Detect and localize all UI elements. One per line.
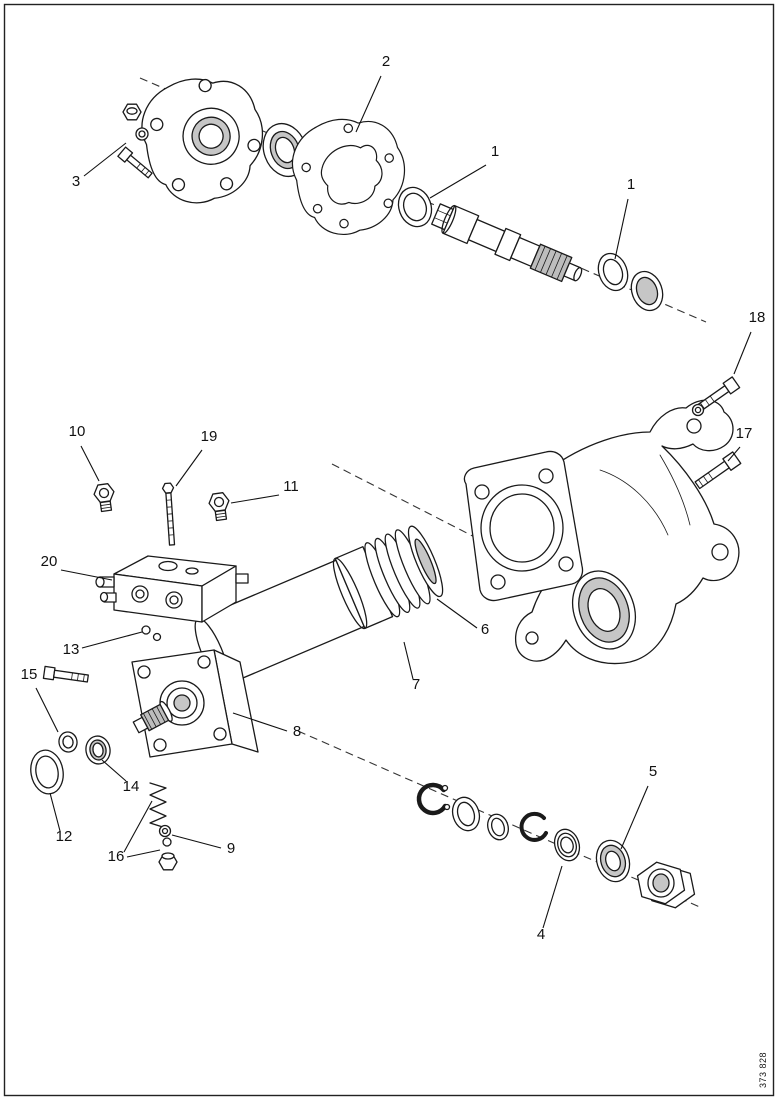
leader-line: [614, 198, 629, 260]
assembly-axis-line: [297, 730, 703, 909]
relief-valve-set: [149, 782, 178, 871]
seal-ring: [630, 270, 664, 312]
valve-spool: [431, 203, 583, 283]
leader-line: [230, 494, 280, 504]
leader-line: [403, 641, 414, 680]
part-number-label: 4: [537, 926, 545, 943]
bolt: [117, 146, 153, 179]
steering-housing: [463, 399, 740, 665]
shaft-seal: [595, 839, 631, 883]
leader-line: [355, 75, 382, 133]
part-number-label: 14: [123, 778, 140, 795]
washer: [58, 731, 78, 753]
leader-line: [727, 446, 741, 462]
part-number-label: 1: [491, 143, 499, 160]
seal-ring: [487, 813, 509, 841]
part-number-label: 19: [201, 428, 218, 445]
circlip: [519, 811, 548, 842]
housing-ribbed-bore: [572, 570, 636, 650]
leader-line: [126, 849, 161, 858]
housing-bolt-upper: [691, 376, 741, 417]
retaining-ring: [553, 828, 581, 862]
seal-ring: [397, 186, 433, 228]
small-seal: [141, 625, 151, 635]
part-number-label: 5: [649, 763, 657, 780]
shaft-hardware: [30, 665, 111, 795]
part-number-label: 9: [227, 840, 235, 857]
valve-block: [95, 555, 249, 642]
leader-line: [436, 598, 478, 629]
hex-plug: [158, 852, 178, 871]
part-number-label: 2: [382, 53, 390, 70]
part-number-label: 11: [283, 478, 299, 495]
gasket-plate: [292, 118, 405, 235]
page-border: [3, 3, 775, 1097]
drive-shaft: [132, 700, 173, 734]
leader-line: [542, 865, 563, 929]
seal-ring: [451, 796, 481, 832]
circlip: [416, 782, 448, 816]
threaded-stud: [161, 482, 176, 546]
part-number-label: 18: [749, 309, 766, 326]
hex-plug: [93, 483, 115, 513]
bolt: [42, 665, 89, 683]
part-number-label: 13: [63, 641, 80, 658]
housing-bolt-hole: [711, 543, 729, 561]
seal-ring: [85, 735, 111, 765]
part-number-label: 12: [56, 828, 73, 845]
housing-bolt-hole: [525, 631, 539, 645]
seal-ring: [597, 252, 629, 292]
leader-line: [733, 331, 752, 375]
part-number-label: 15: [21, 666, 38, 683]
leader-line: [60, 569, 113, 581]
part-number-label: 16: [108, 848, 125, 865]
leader-line: [620, 785, 649, 850]
small-seal: [152, 632, 162, 642]
part-number-label: 20: [41, 553, 58, 570]
bolt-head: [722, 451, 742, 471]
end-ring-set: [416, 782, 696, 909]
leader-line: [35, 687, 59, 733]
housing-bolt-lower: [694, 451, 742, 490]
part-number-label: 10: [69, 423, 86, 440]
port-fitting: [235, 573, 249, 584]
leader-line: [429, 164, 487, 199]
figure-id: 373 828: [758, 1052, 768, 1088]
leader-line: [232, 712, 288, 732]
part-number-label: 6: [481, 621, 489, 638]
bolt-head: [722, 376, 741, 395]
assembly-axis-line: [331, 463, 501, 551]
nut: [122, 103, 142, 121]
part-number-label: 8: [293, 723, 301, 740]
o-ring: [30, 749, 64, 795]
housing-bolt-hole: [686, 418, 702, 434]
part-number-label: 3: [72, 173, 80, 190]
part-number-label: 1: [627, 176, 635, 193]
leader-line: [80, 445, 100, 482]
hex-nut: [636, 861, 696, 909]
hex-plug: [208, 492, 230, 522]
cover-fastener-set: [117, 103, 153, 179]
leader-line: [175, 449, 203, 487]
pump-unit: [131, 649, 259, 758]
part-number-label: 7: [412, 676, 420, 693]
leader-line: [123, 800, 153, 853]
leader-line: [171, 834, 222, 849]
leader-line: [83, 142, 127, 177]
leader-line: [81, 631, 143, 649]
end-cover: [141, 78, 264, 204]
part-number-label: 17: [736, 425, 753, 442]
ball: [162, 837, 172, 847]
leader-line: [49, 792, 61, 832]
spring: [149, 782, 167, 829]
leader-line: [101, 759, 127, 782]
